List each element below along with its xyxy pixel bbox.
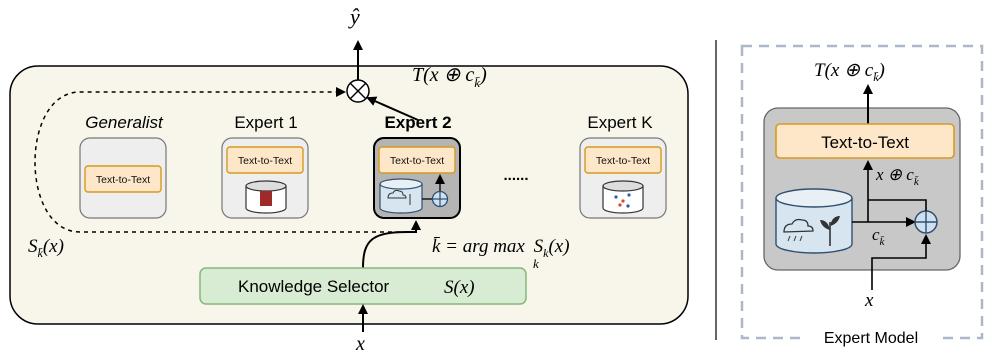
score-label: Sk̄(x) [28,236,64,260]
expert2-add-node [431,190,449,208]
generalist-module-label: Text-to-Text [96,174,150,186]
combine-node [346,79,370,103]
expert2-database-icon [379,178,423,214]
selector-to-expert2-arrow [362,220,421,269]
argmax-under: k [533,256,539,271]
expertk-database-icon [602,180,644,214]
main-panel [9,65,689,325]
output-label: ŷ [348,4,360,29]
knowledge-selector-label: Knowledge Selector [238,277,390,296]
right-module-label: Text-to-Text [821,133,909,152]
expert1-title: Expert 1 [234,113,297,132]
expert2-title: Expert 2 [384,113,451,132]
caption-mask [806,328,936,348]
right-sum-label: x ⊕ ck̄ [875,165,920,188]
expertk-module [584,146,662,174]
right-add-to-module-line [868,199,927,211]
expert2-to-combine-arrow [366,96,419,121]
generalist-module [84,165,162,193]
expert2-module-label: Text-to-Text [390,155,444,167]
expert-model-caption: Expert Model [824,330,918,347]
right-input-arrow [871,234,931,290]
right-input-label: x [864,290,874,311]
experts-ellipsis: ...... [503,167,528,184]
expert1-database-icon [245,180,287,214]
right-output-formula: T(x ⊕ ck̄) [814,60,885,84]
output-formula: T(x ⊕ ck̄) [412,64,487,90]
argmax-formula: k̄ = arg max Sk(x) [432,236,570,260]
expertk-title: Expert K [587,113,653,132]
knowledge-selector-formula: S(x) [444,277,475,298]
expert1-module-label: Text-to-Text [238,155,292,167]
expert1-module [226,146,304,174]
expert2-module [378,146,456,174]
expertk-module-label: Text-to-Text [596,155,650,167]
right-database-icon [775,188,853,254]
input-label: x [355,333,365,355]
right-add-node [914,210,938,234]
score-feedback-path [34,87,416,233]
right-c-label: ck̄ [872,225,886,248]
right-module [775,123,955,159]
generalist-title: Generalist [85,113,164,132]
